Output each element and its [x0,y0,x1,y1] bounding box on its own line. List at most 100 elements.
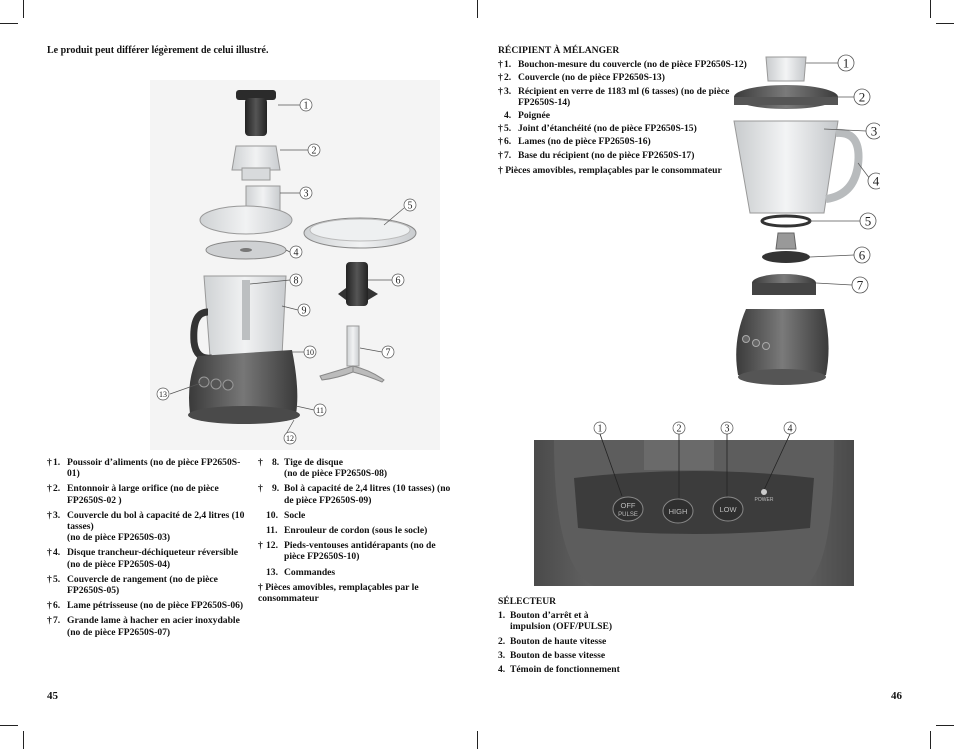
crop-mark [930,731,931,749]
callout-label: 3 [871,124,878,139]
food-pusher [236,90,276,100]
callout-label: 1 [598,424,603,435]
callout-marker [289,273,303,287]
off-pulse-button[interactable] [612,496,644,522]
list-item: 4.Témoin de fonctionnement [498,664,620,676]
high-button[interactable] [662,498,694,524]
callout-label: 3 [725,424,730,435]
crop-mark [936,23,954,24]
motor-base [736,309,829,383]
motor-base [189,350,298,420]
callout-marker [313,403,327,417]
power-indicator-light [761,489,767,495]
callout-marker [303,345,317,359]
callout-label: 7 [386,348,391,359]
callout-label: 2 [677,424,682,435]
off-label: OFF [621,501,636,510]
list-item: †6.Lames (no de pièce FP2650S-16) [498,136,651,148]
list-item: †3.Récipient en verre de 1183 ml (6 tass… [498,85,730,108]
low-label: LOW [719,505,737,514]
callout-label: 11 [316,406,324,415]
list-item: †5.Couvercle de rangement (no de pièce F… [47,573,218,597]
parts-list-col1: †1.Poussoir d’aliments (no de pièce FP26… [47,457,247,642]
callout-marker [307,143,321,157]
crop-mark [23,0,24,18]
high-label: HIGH [669,507,688,516]
callout-label: 4 [294,248,299,259]
callout-marker [289,245,303,259]
callout-marker [867,172,880,190]
callout-label: 6 [859,248,866,263]
selector-section: SÉLECTEUR 1.Bouton d’arrêt et à impulsio… [498,596,698,678]
jar-title: RÉCIPIENT À MÉLANGER [498,45,620,56]
callout-label: 8 [294,276,299,287]
chopping-blade [346,325,360,367]
blades [775,232,797,250]
power-label: POWER [755,497,774,503]
list-item: 3.Bouton de basse vitesse [498,649,606,661]
callout-marker [299,98,313,112]
list-item: 4.Poignée [504,110,550,122]
list-item: †4.Disque trancheur-déchiqueteur réversi… [47,547,239,570]
callout-label: 13 [159,390,167,399]
crop-mark [477,0,478,18]
list-item: †7.Grande lame à hacher en acier inoxyda… [47,615,240,638]
callout-marker [299,186,313,200]
blender-illustration: 1 2 3 4 5 6 7 [733,54,880,385]
dough-blade [346,262,368,306]
callout-label: 10 [306,348,314,357]
list-item: †3.Couvercle du bol à capacité de 2,4 li… [47,509,245,544]
list-item: †2.Entonnoir à large orifice (no de pièc… [47,483,219,506]
list-item: †6.Lame pétrisseuse (no de pièce FP2650S… [47,600,244,612]
list-item: †7.Base du récipient (no de pièce FP2650… [498,149,695,161]
parts-list-col2: †8.Tige de disque(no de pièce FP2650S-08… [258,457,458,604]
callout-label: 2 [859,90,866,105]
list-item: 2.Bouton de haute vitesse [498,635,607,647]
callout-label: 1 [843,56,850,71]
callout-label: 6 [396,276,401,287]
list-item: †1.Bouchon-mesure du couvercle (no de pi… [498,59,747,71]
callout-marker [783,421,797,435]
callout-marker [381,345,395,359]
callout-marker [865,122,880,140]
callout-label: 3 [304,189,309,200]
list-item: 13.Commandes [266,566,336,578]
crop-mark [936,725,954,726]
list-item: 11.Enrouleur de cordon (sous le socle) [266,525,428,537]
callout-marker [156,387,170,401]
list-item: †9.Bol à capacité de 2,4 litres (10 tass… [258,483,451,506]
callout-label: 9 [302,306,307,317]
callout-marker [859,212,877,230]
replaceable-note: † Pièces amovibles, remplaçables par le … [258,581,419,605]
measuring-cap [765,56,807,82]
jar-section: RÉCIPIENT À MÉLANGER †1.Bouchon-mesure d… [498,45,748,176]
callout-marker [853,88,871,106]
callout-marker [851,276,869,294]
list-item: †2.Couvercle (no de pièce FP2650S-13) [498,72,665,84]
page-number: 45 [47,690,58,702]
wide-funnel [231,145,281,171]
callout-label: 2 [312,146,317,157]
callout-marker [391,273,405,287]
page-number: 46 [891,690,902,702]
food-processor-illustration: 1 2 3 5 4 6 7 8 9 10 11 12 13 [150,80,440,450]
callout-label: 1 [304,101,309,112]
low-button[interactable] [712,496,744,522]
crop-mark [930,0,931,18]
selector-title: SÉLECTEUR [498,596,557,607]
callout-marker [283,431,297,445]
callout-marker [297,303,311,317]
crop-mark [0,23,18,24]
crop-mark [23,731,24,749]
glass-jar [733,120,839,214]
callout-marker [853,246,871,264]
list-item: †1.Poussoir d’aliments (no de pièce FP26… [47,457,241,480]
callout-label: 4 [788,424,793,435]
callout-label: 7 [857,278,864,293]
pulse-label: PULSE [618,512,638,518]
callout-label: 5 [865,214,872,229]
bowl-lid [199,205,293,235]
callout-label: 4 [873,174,880,189]
callout-label: 12 [286,434,294,443]
list-item: 1.Bouton d’arrêt et à impulsion (OFF/PUL… [498,610,613,633]
